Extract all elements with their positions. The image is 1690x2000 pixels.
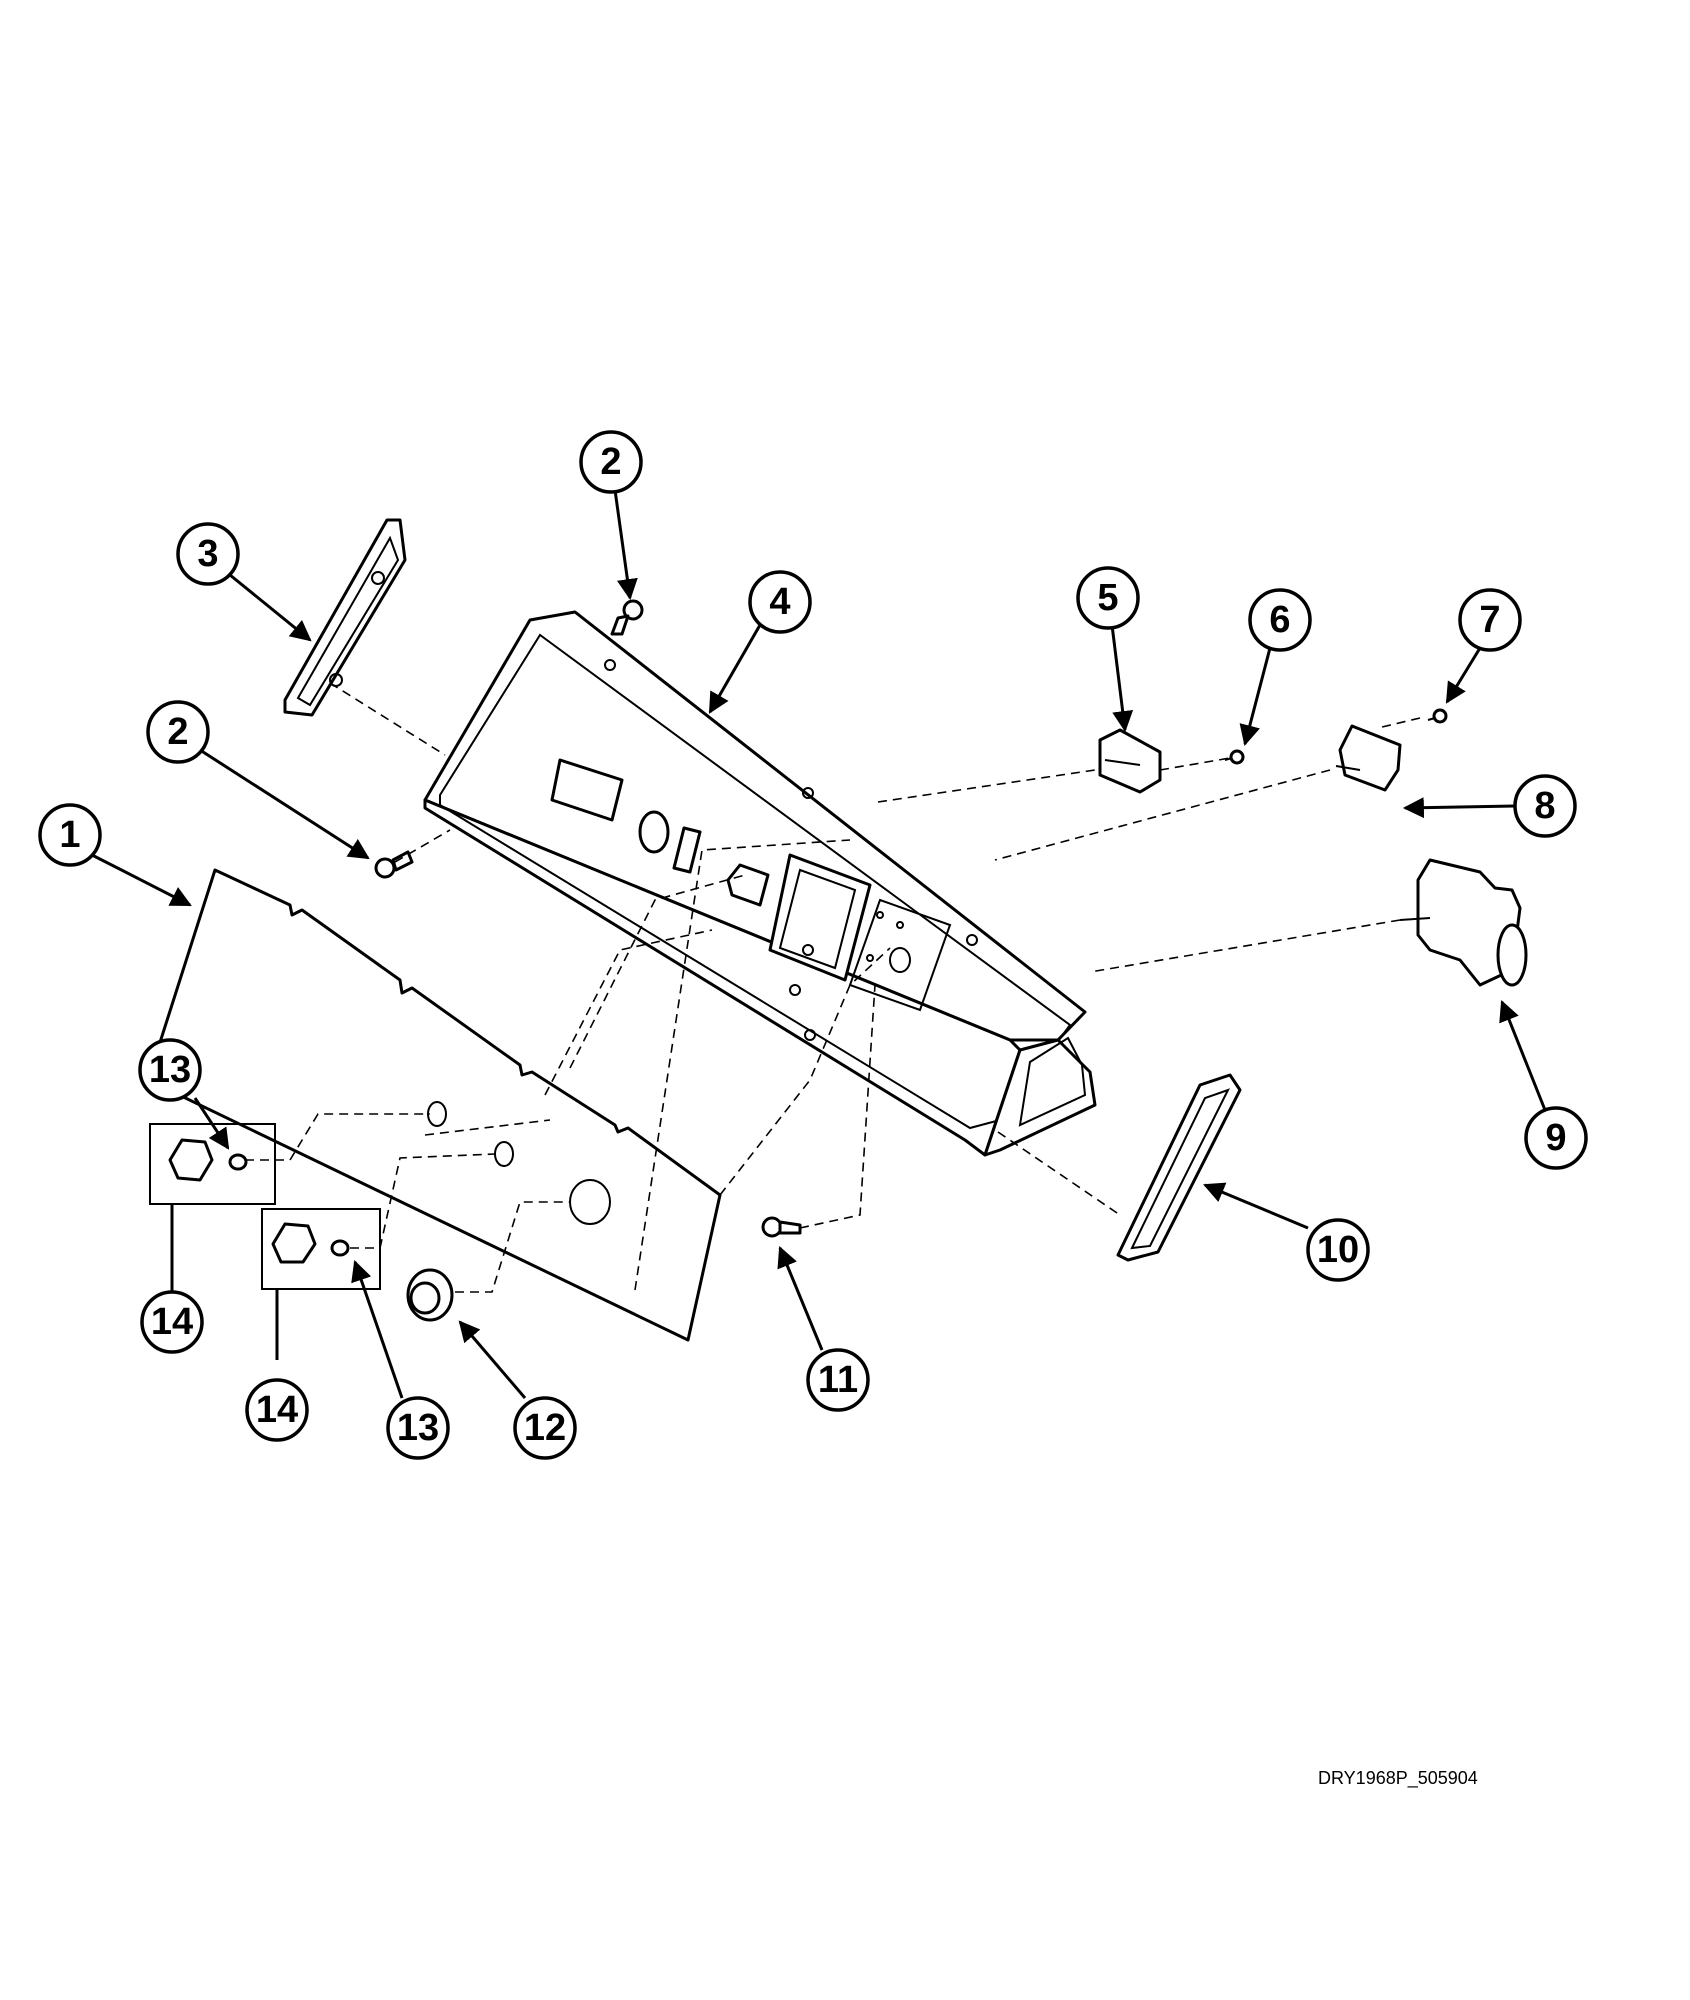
screw-part-upper	[610, 599, 644, 636]
svg-text:14: 14	[256, 1389, 298, 1431]
timer-part	[1399, 858, 1528, 987]
svg-text:14: 14	[151, 1301, 193, 1343]
callout-13-upper: 13	[138, 1038, 202, 1102]
assembly-dashed-lines	[245, 682, 1421, 1293]
callout-12: 12	[513, 1396, 577, 1460]
svg-text:12: 12	[524, 1407, 566, 1449]
callout-4: 4	[748, 570, 812, 634]
svg-text:11: 11	[818, 1359, 858, 1401]
svg-text:13: 13	[149, 1049, 191, 1091]
callout-6: 6	[1248, 588, 1312, 652]
screw-part-7	[1427, 708, 1448, 724]
callout-leader-lines	[91, 489, 1547, 1399]
callout-11: 11	[806, 1348, 870, 1412]
callout-2-lower: 2	[146, 700, 210, 764]
callout-5: 5	[1076, 566, 1140, 630]
svg-text:9: 9	[1545, 1117, 1566, 1159]
svg-text:2: 2	[167, 711, 188, 753]
callout-3: 3	[176, 522, 240, 586]
switch-part-5	[1098, 728, 1162, 794]
svg-text:3: 3	[197, 533, 218, 575]
screw-part-11	[761, 1216, 802, 1238]
left-end-cap-part	[283, 518, 407, 717]
svg-text:6: 6	[1269, 599, 1290, 641]
svg-text:10: 10	[1317, 1229, 1359, 1271]
callout-8: 8	[1513, 774, 1577, 838]
callout-10: 10	[1306, 1218, 1370, 1282]
svg-text:8: 8	[1534, 785, 1555, 827]
callout-1: 1	[38, 803, 102, 867]
knob-part-12	[406, 1268, 454, 1322]
svg-text:5: 5	[1097, 577, 1118, 619]
right-end-cap-part	[1116, 1073, 1242, 1262]
svg-text:13: 13	[397, 1407, 439, 1449]
callout-9: 9	[1524, 1106, 1588, 1170]
callout-13-lower: 13	[386, 1396, 450, 1460]
svg-text:4: 4	[769, 581, 790, 623]
callout-7: 7	[1458, 588, 1522, 652]
svg-text:2: 2	[600, 441, 621, 483]
svg-text:1: 1	[59, 814, 80, 856]
drawing-code-label: DRY1968P_505904	[1318, 1768, 1478, 1788]
knob-kit-box-upper	[149, 1123, 276, 1205]
callout-14-upper: 14	[140, 1290, 204, 1354]
console-housing-part	[423, 610, 1097, 1157]
callout-14-lower: 14	[245, 1378, 309, 1442]
screw-part-6	[1224, 749, 1245, 765]
svg-text:7: 7	[1479, 599, 1500, 641]
screw-part-lower	[374, 850, 414, 879]
knob-kit-box-lower	[261, 1208, 381, 1290]
callout-2-upper: 2	[579, 430, 643, 494]
switch-part-8	[1335, 724, 1402, 792]
